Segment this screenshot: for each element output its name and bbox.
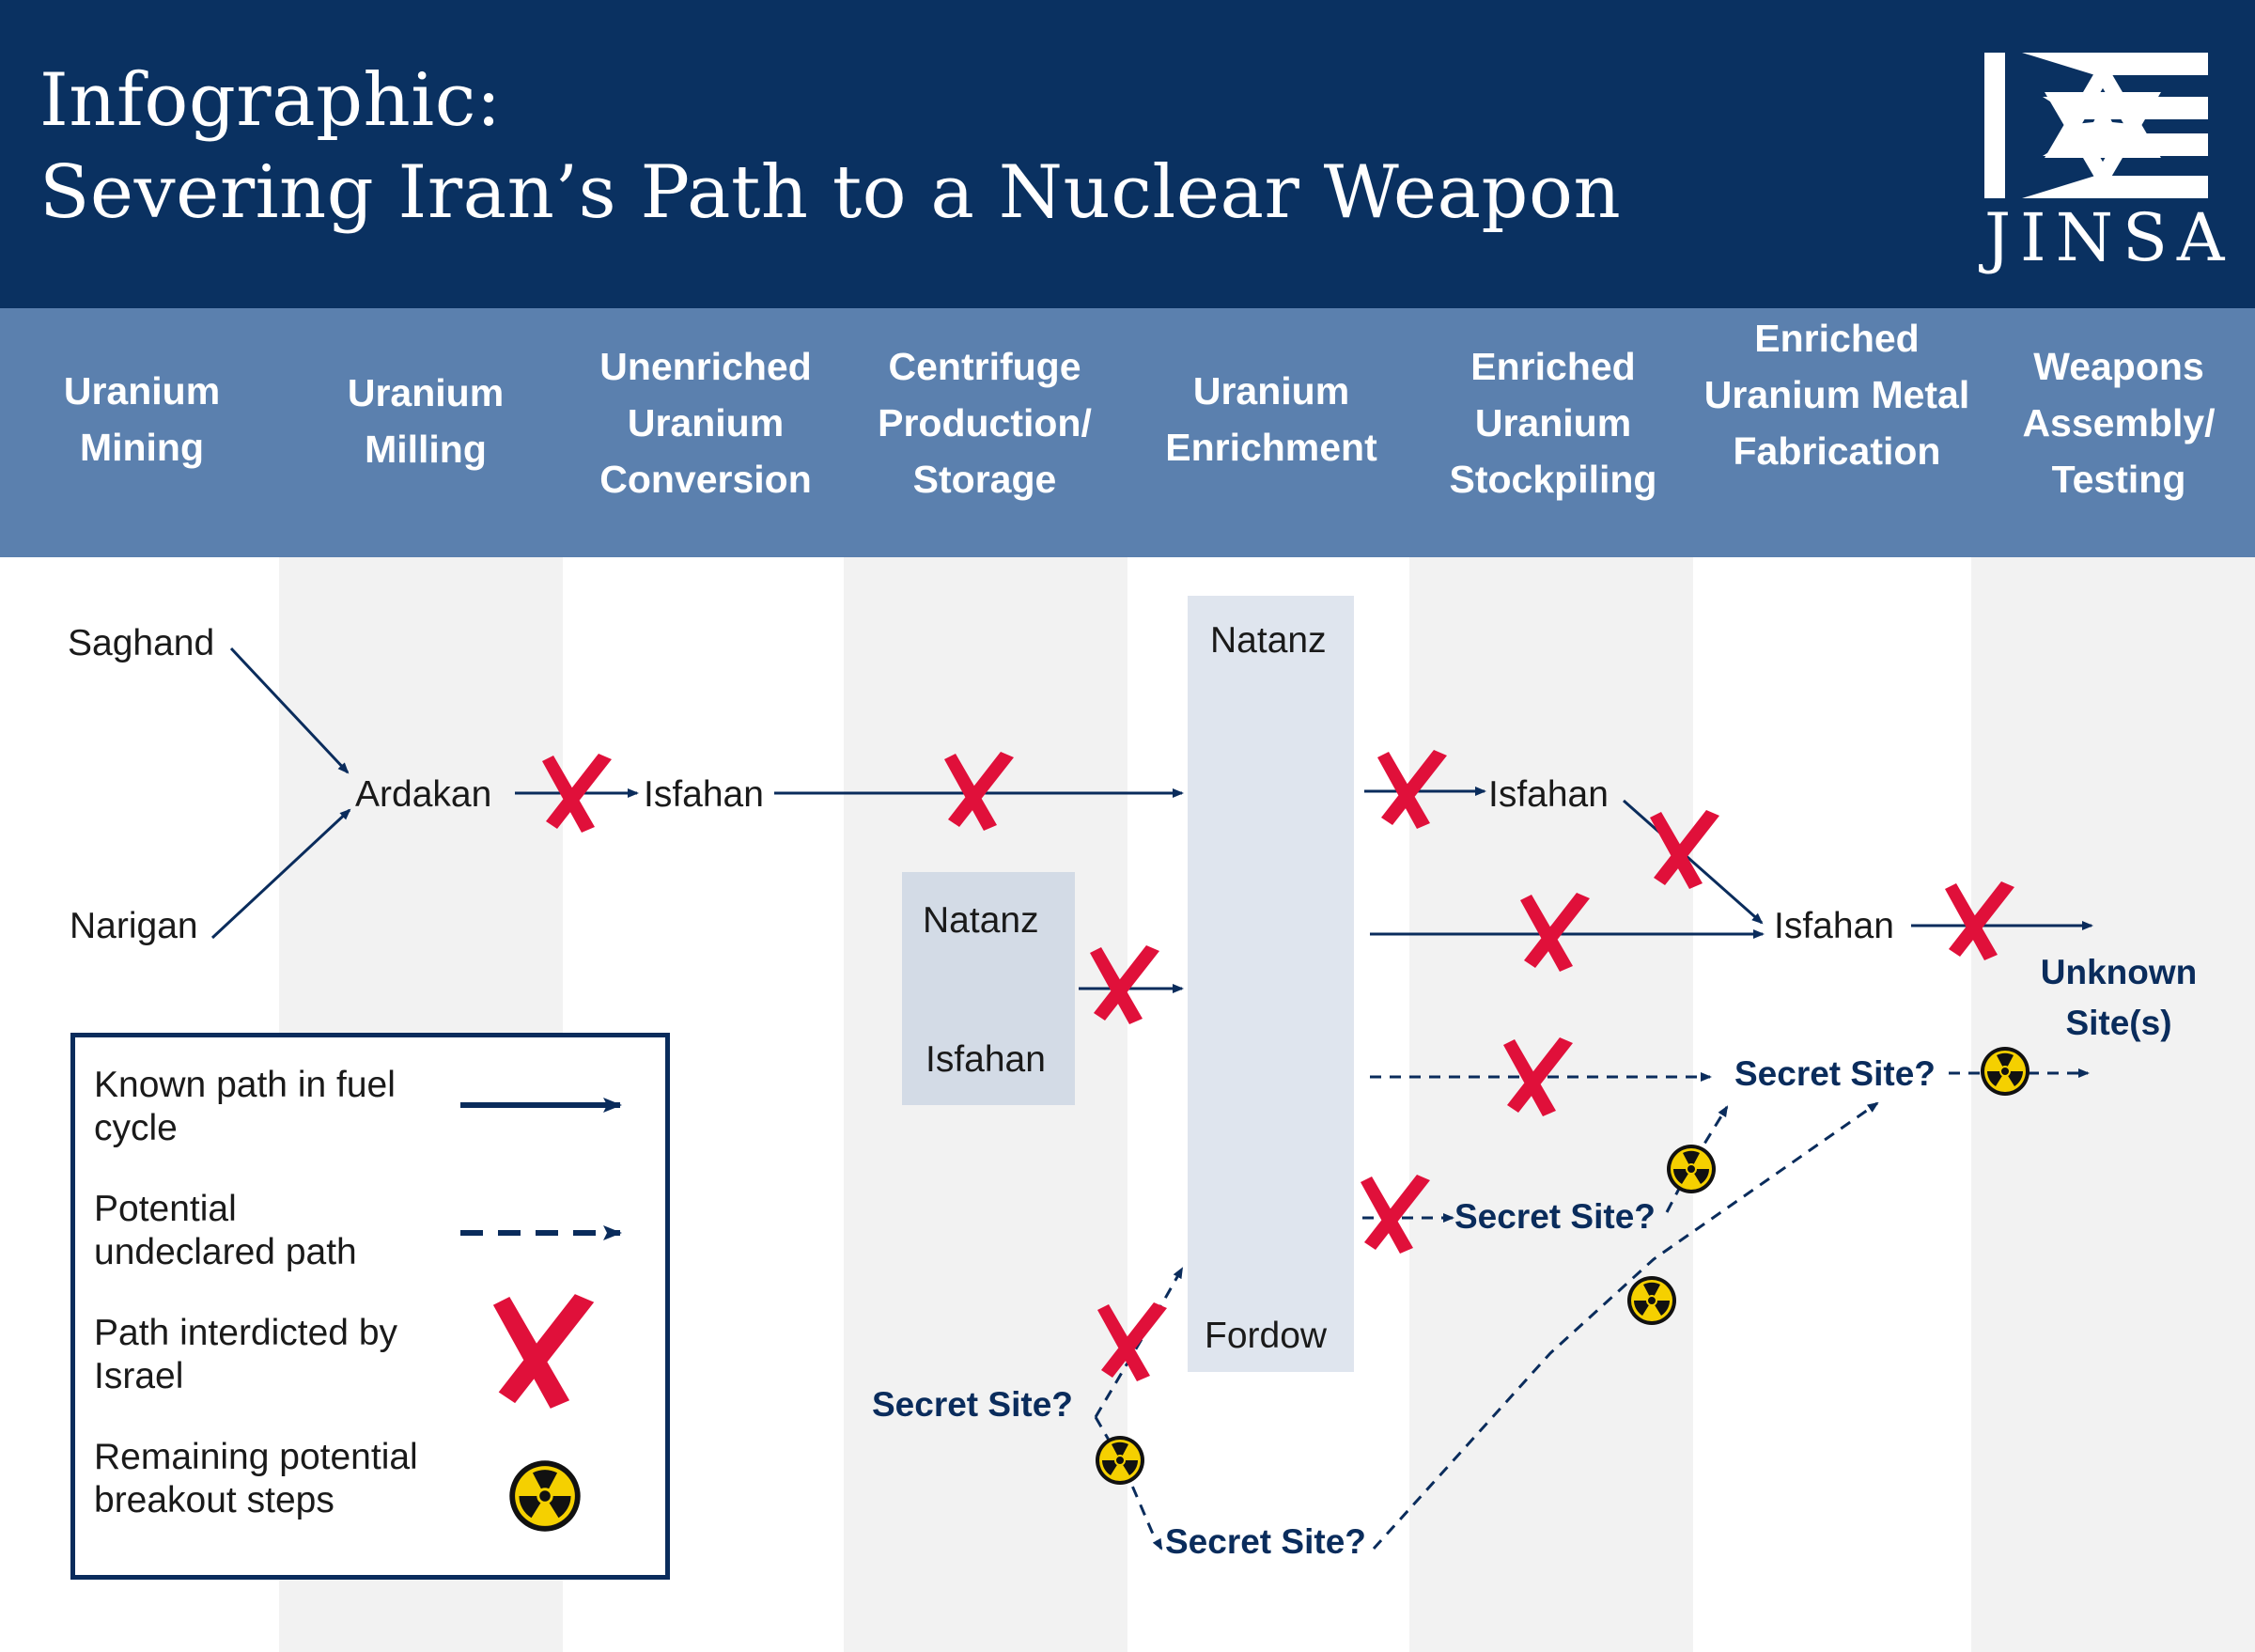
dashed-secret-bottom-metal [1372,1101,1879,1551]
node-natanz-enrichment: Natanz [1210,620,1327,661]
red-x-icon [1503,1037,1573,1116]
interdictions [542,750,2014,1381]
legend-potential-path-label: Potential undeclared path [94,1189,357,1272]
red-x-icon [1945,881,2014,960]
logo-text: JINSA [1984,199,2234,276]
potential-paths [1094,1068,2090,1551]
radiation-icon [1627,1276,1676,1325]
facility-box-centrifuge [902,872,1075,1105]
node-narigan: Narigan [70,906,198,946]
radiation-icon [1096,1436,1144,1485]
red-x-icon [542,754,612,833]
legend-known-path-label: Known path in fuel cycle [94,1065,396,1148]
stage-unenriched-conversion: Unenriched Uranium Conversion [599,345,812,501]
node-isfahan-stockpile: Isfahan [1488,774,1609,815]
stage-uranium-milling: Uranium Milling [347,371,505,471]
red-x-icon [944,752,1014,831]
node-secret-site-metal: Secret Site? [1734,1054,1936,1093]
node-ardakan: Ardakan [355,774,492,815]
red-x-icon [1650,810,1719,889]
node-isfahan-centrifuge: Isfahan [925,1039,1046,1080]
path-isfahan-stockpile-metal [1623,799,1764,925]
stage-uranium-mining: Uranium Mining [63,369,221,469]
radiation-icon [1981,1047,2030,1096]
stage-weapons-assembly: Weapons Assembly/ Testing [2022,345,2216,501]
stage-metal-fabrication: Enriched Uranium Metal Fabrication [1703,317,1970,473]
stage-header-band [0,308,2255,557]
node-isfahan-metal: Isfahan [1774,906,1894,946]
title-line-2: Severing Iran’s Path to a Nuclear Weapon [39,150,1622,235]
node-natanz-centrifuge: Natanz [923,900,1039,941]
node-fordow-enrichment: Fordow [1205,1316,1328,1356]
node-secret-site-stockpile: Secret Site? [1454,1197,1656,1236]
path-narigan-ardakan [210,808,351,940]
node-secret-site-enrichment: Secret Site? [1165,1522,1366,1561]
title-banner [0,0,2255,308]
stage-enriched-stockpiling: Enriched Uranium Stockpiling [1449,345,1657,501]
node-isfahan-conversion: Isfahan [644,774,764,815]
stage-centrifuge-production: Centrifuge Production/ Storage [878,345,1092,501]
node-saghand: Saghand [68,623,215,663]
stage-uranium-enrichment: Uranium Enrichment [1165,369,1377,469]
star-of-david-flag-icon [1984,53,2208,198]
known-paths [210,647,2093,993]
node-unknown-sites: Unknown Site(s) [2040,953,2198,1042]
red-x-icon [1090,945,1159,1024]
title-line-1: Infographic: [39,58,502,143]
red-x-icon [1097,1302,1167,1381]
red-x-icon [1361,1175,1430,1254]
path-saghand-ardakan [229,647,350,774]
legend-breakout-label: Remaining potential breakout steps [94,1437,418,1520]
facility-box-enrichment [1188,596,1354,1372]
breakout-steps [1096,1047,2030,1485]
radiation-icon [1667,1145,1716,1193]
column-stripe-weapons [1971,557,2255,1652]
red-x-icon [1377,750,1447,829]
red-x-icon [1520,893,1590,972]
node-secret-site-centrifuge: Secret Site? [872,1385,1073,1424]
legend-interdicted-label: Path interdicted by Israel [94,1313,398,1396]
